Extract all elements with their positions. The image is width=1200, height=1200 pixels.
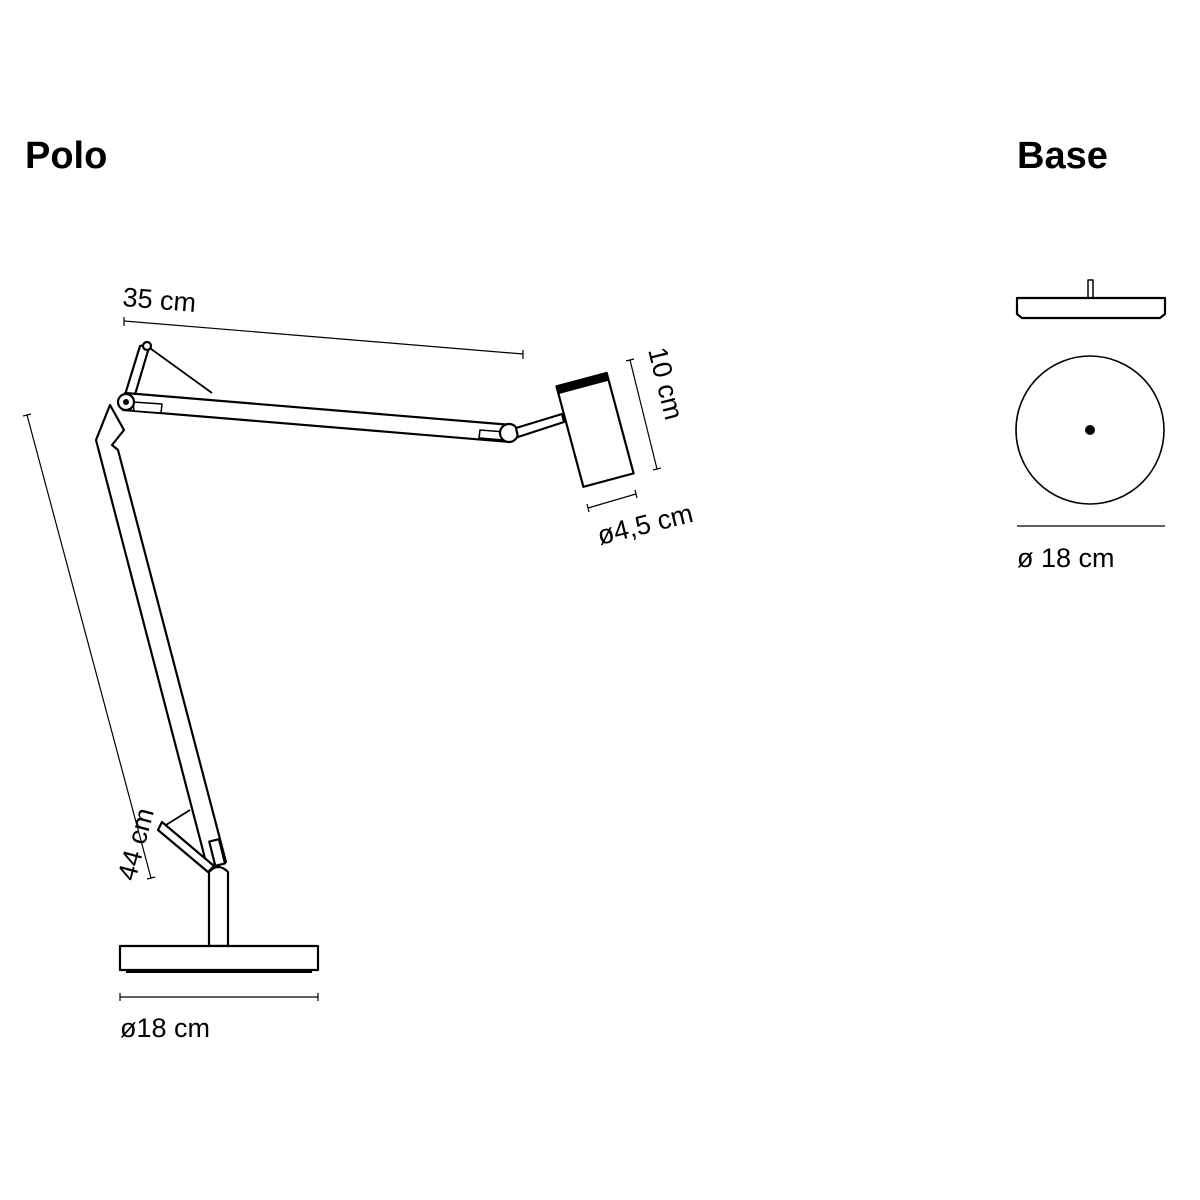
dimension-head-height: 10 cm xyxy=(625,344,689,471)
base-side-view xyxy=(1015,296,1167,320)
base xyxy=(118,944,320,972)
dimension-arm: 35 cm xyxy=(122,282,524,359)
base-detail: ø 18 cm xyxy=(1015,279,1167,573)
stem xyxy=(207,865,230,948)
dimension-base: ø18 cm xyxy=(119,993,319,1043)
dimension-head-height-label: 10 cm xyxy=(642,344,689,423)
base-detail-diameter-label: ø 18 cm xyxy=(1017,543,1115,573)
dimension-base-label: ø18 cm xyxy=(120,1013,210,1043)
upper-arm xyxy=(121,391,514,444)
dimension-lower-arm-label: 44 cm xyxy=(112,805,160,884)
dimension-head-diameter-label: ø4,5 cm xyxy=(594,498,696,551)
title-base: Base xyxy=(1017,135,1108,177)
title-polo: Polo xyxy=(25,135,107,177)
dimension-arm-label: 35 cm xyxy=(122,282,198,318)
dimension-lower-arm: 44 cm xyxy=(22,413,160,884)
lamp-drawing xyxy=(94,340,635,973)
dimension-head-diameter: ø4,5 cm xyxy=(586,489,696,551)
lower-arm xyxy=(94,403,228,868)
lamp-head xyxy=(555,371,635,488)
